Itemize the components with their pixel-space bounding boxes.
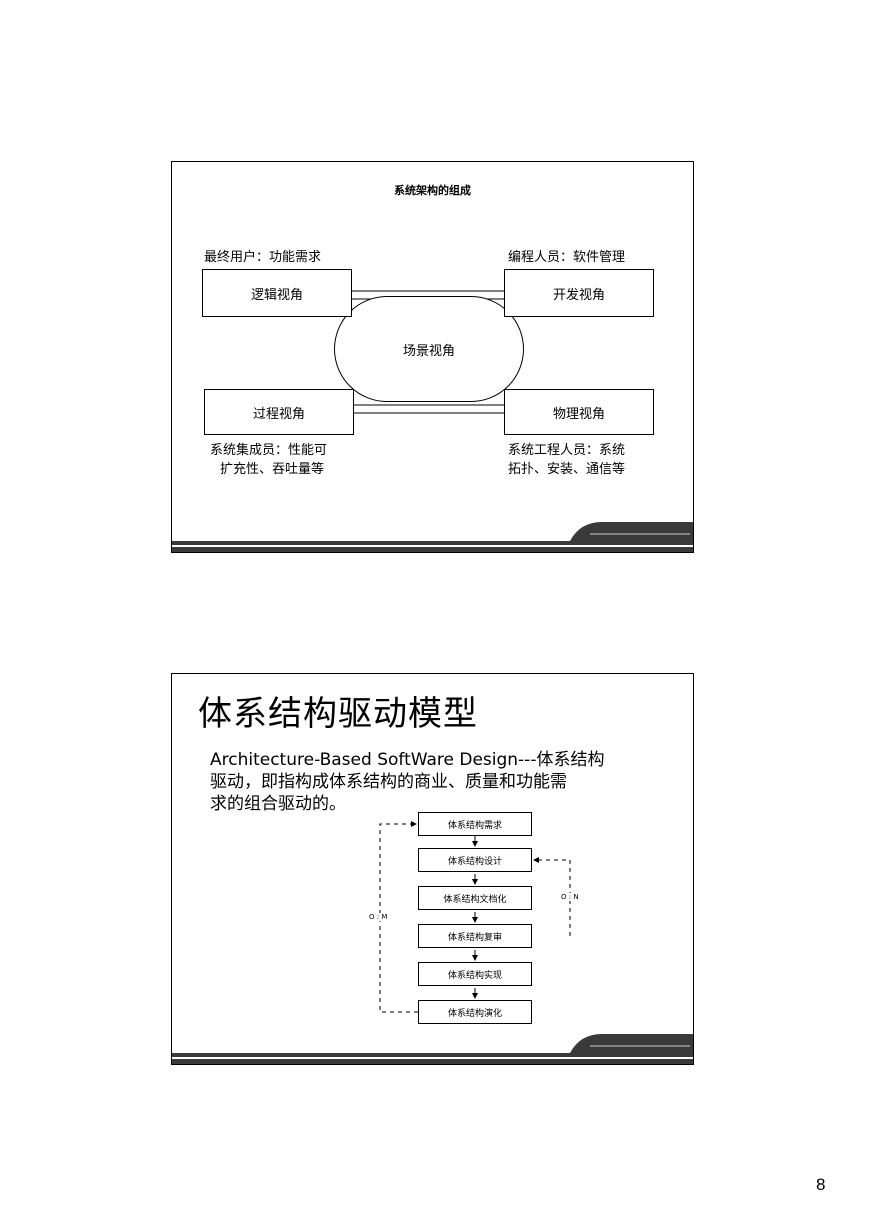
slide-title: 系统架构的组成: [394, 184, 471, 197]
logical-view-box: 逻辑视角: [202, 269, 352, 317]
slide-architecture-driven-model: 体系结构驱动模型 Architecture-Based SoftWare Des…: [171, 673, 694, 1065]
end-user-label: 最终用户：功能需求: [204, 250, 322, 265]
right-loop-label: O : N: [561, 893, 579, 901]
engineer-label-line2: 拓扑、安装、通信等: [508, 462, 626, 477]
flow-step-design: 体系结构设计: [418, 848, 532, 872]
slide-architecture-composition: 系统架构的组成 最终用户：功能需求 编程人员：软件管理 场景视角 逻辑视角 开发…: [171, 161, 694, 553]
slide-footer-decoration: [172, 1034, 693, 1064]
process-view-box: 过程视角: [204, 389, 354, 435]
scenario-view-oval: 场景视角: [334, 296, 524, 402]
development-view-box: 开发视角: [504, 269, 654, 317]
left-loop-label: O : M: [369, 913, 388, 921]
integrator-label-line1: 系统集成员：性能可: [210, 443, 328, 458]
physical-view-box: 物理视角: [504, 389, 654, 435]
flow-step-review: 体系结构复审: [418, 924, 532, 948]
slide-body-text: Architecture-Based SoftWare Design---体系结…: [210, 749, 680, 815]
programmer-label: 编程人员：软件管理: [508, 250, 626, 265]
body-line-2: 驱动，即指构成体系结构的商业、质量和功能需: [210, 772, 567, 792]
flow-step-implementation: 体系结构实现: [418, 962, 532, 986]
integrator-label-line2: 扩充性、吞吐量等: [220, 462, 325, 477]
engineer-label-line1: 系统工程人员：系统: [508, 443, 626, 458]
page-number: 8: [816, 1175, 826, 1194]
slide-footer-decoration: [172, 522, 693, 552]
flow-step-documentation: 体系结构文档化: [418, 886, 532, 910]
flow-step-evolution: 体系结构演化: [418, 1000, 532, 1024]
body-line-3: 求的组合驱动的。: [210, 794, 346, 814]
flow-step-requirements: 体系结构需求: [418, 812, 532, 836]
slide-title: 体系结构驱动模型: [198, 694, 478, 734]
body-line-1: Architecture-Based SoftWare Design---体系结…: [210, 750, 605, 770]
